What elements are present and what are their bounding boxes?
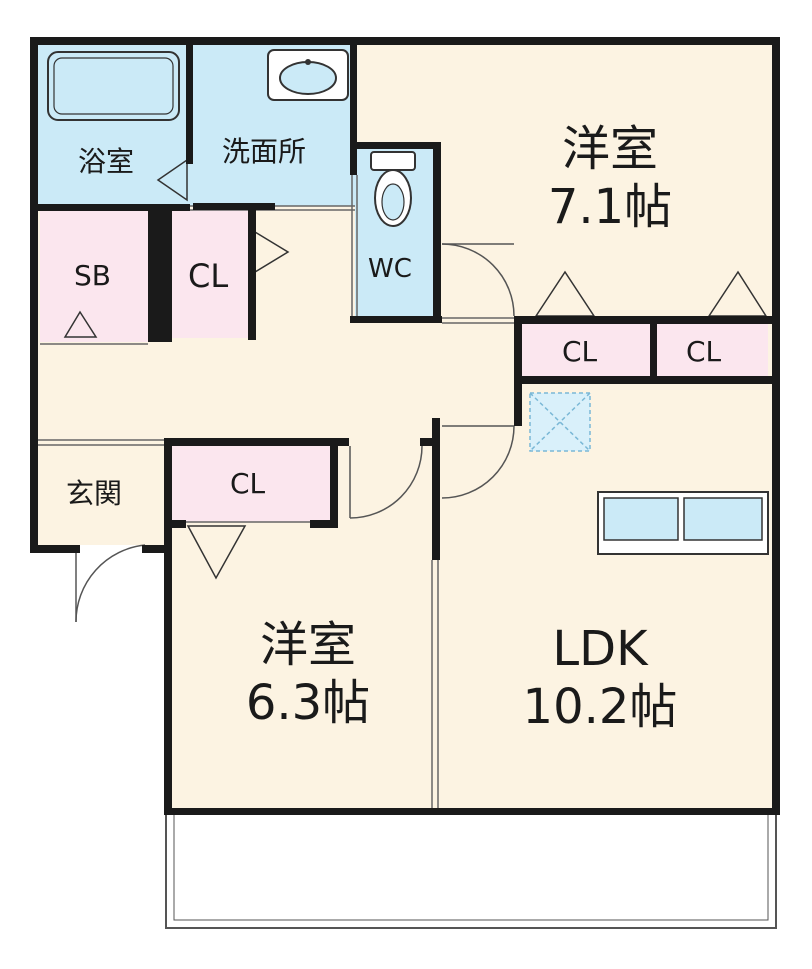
kitchen-counter-icon bbox=[597, 491, 769, 555]
sb-closet bbox=[40, 210, 148, 342]
label-wc: WC bbox=[368, 254, 412, 284]
outside-notch bbox=[30, 545, 166, 825]
label-cl-north-b: CL bbox=[686, 335, 722, 368]
room-ldk-size: 10.2帖 bbox=[522, 679, 678, 735]
room-western-south: 洋室 6.3帖 bbox=[218, 616, 398, 732]
room-western-north: 洋室 7.1帖 bbox=[520, 120, 700, 236]
label-entrance: 玄関 bbox=[66, 477, 123, 510]
hall-closet bbox=[170, 210, 252, 338]
balcony bbox=[165, 813, 777, 929]
bathtub-inner bbox=[53, 57, 174, 115]
room-western-south-name: 洋室 bbox=[259, 617, 356, 673]
washbasin-icon bbox=[267, 49, 349, 101]
room-ldk: LDK 10.2帖 bbox=[500, 620, 700, 736]
label-cl-north-a: CL bbox=[562, 335, 598, 368]
west-closet bbox=[172, 446, 332, 522]
room-western-south-size: 6.3帖 bbox=[245, 675, 371, 731]
room-western-north-name: 洋室 bbox=[561, 121, 658, 177]
label-cl-west: CL bbox=[230, 467, 266, 500]
label-bath: 浴室 bbox=[78, 145, 135, 178]
door-swings bbox=[75, 243, 515, 623]
room-western-north-size: 7.1帖 bbox=[547, 179, 673, 235]
north-closet-b bbox=[655, 322, 768, 376]
label-sb: SB bbox=[74, 259, 111, 292]
room-ldk-name: LDK bbox=[552, 621, 648, 677]
label-cl-hall: CL bbox=[188, 257, 229, 295]
label-washroom: 洗面所 bbox=[222, 135, 307, 168]
walls bbox=[30, 37, 780, 815]
bathtub-icon bbox=[47, 51, 180, 121]
skylight-icon bbox=[529, 392, 591, 452]
toilet-icon bbox=[370, 151, 416, 227]
north-closet-a bbox=[520, 322, 650, 376]
